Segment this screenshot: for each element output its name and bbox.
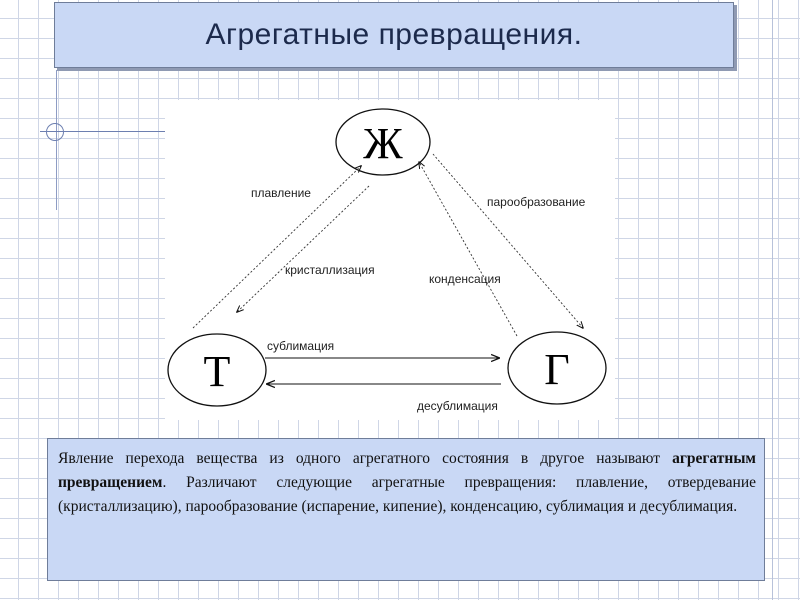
decor-horizontal-line xyxy=(40,131,166,132)
definition-term: агрегатным превращением xyxy=(58,450,756,491)
arrow-condensation xyxy=(419,162,518,337)
node-solid-label: Т xyxy=(204,347,231,396)
label-crystallization: кристаллизация xyxy=(285,263,375,277)
arrow-crystallization xyxy=(237,185,370,312)
arrow-melting xyxy=(192,166,361,329)
arrow-vaporization xyxy=(432,153,583,328)
definition-box: Явление перехода вещества из одного агре… xyxy=(47,438,765,581)
node-gas-label: Г xyxy=(544,345,569,394)
label-desublimation: десублимация xyxy=(417,399,498,413)
right-guide-line xyxy=(772,0,773,600)
definition-paragraph: Явление перехода вещества из одного агре… xyxy=(58,447,756,519)
title-banner: Агрегатные превращения. xyxy=(54,2,734,68)
label-sublimation: сублимация xyxy=(267,339,334,353)
label-condensation: конденсация xyxy=(429,272,501,286)
node-liquid: Ж xyxy=(335,108,431,176)
slide-title: Агрегатные превращения. xyxy=(205,18,583,51)
decor-circle xyxy=(46,123,64,141)
label-melting: плавление xyxy=(251,186,311,200)
label-vaporization: парообразование xyxy=(487,195,586,209)
node-gas: Г xyxy=(507,331,607,405)
phase-diagram-svg: Ж Т Г плавление кристаллизация парообраз… xyxy=(167,108,607,413)
node-solid: Т xyxy=(167,333,267,407)
node-liquid-label: Ж xyxy=(363,119,403,168)
phase-diagram: Ж Т Г плавление кристаллизация парообраз… xyxy=(165,100,615,420)
definition-rest: . Различают следующие агрегатные превращ… xyxy=(58,474,756,515)
definition-line-1: Явление перехода вещества из одного агре… xyxy=(58,450,661,467)
